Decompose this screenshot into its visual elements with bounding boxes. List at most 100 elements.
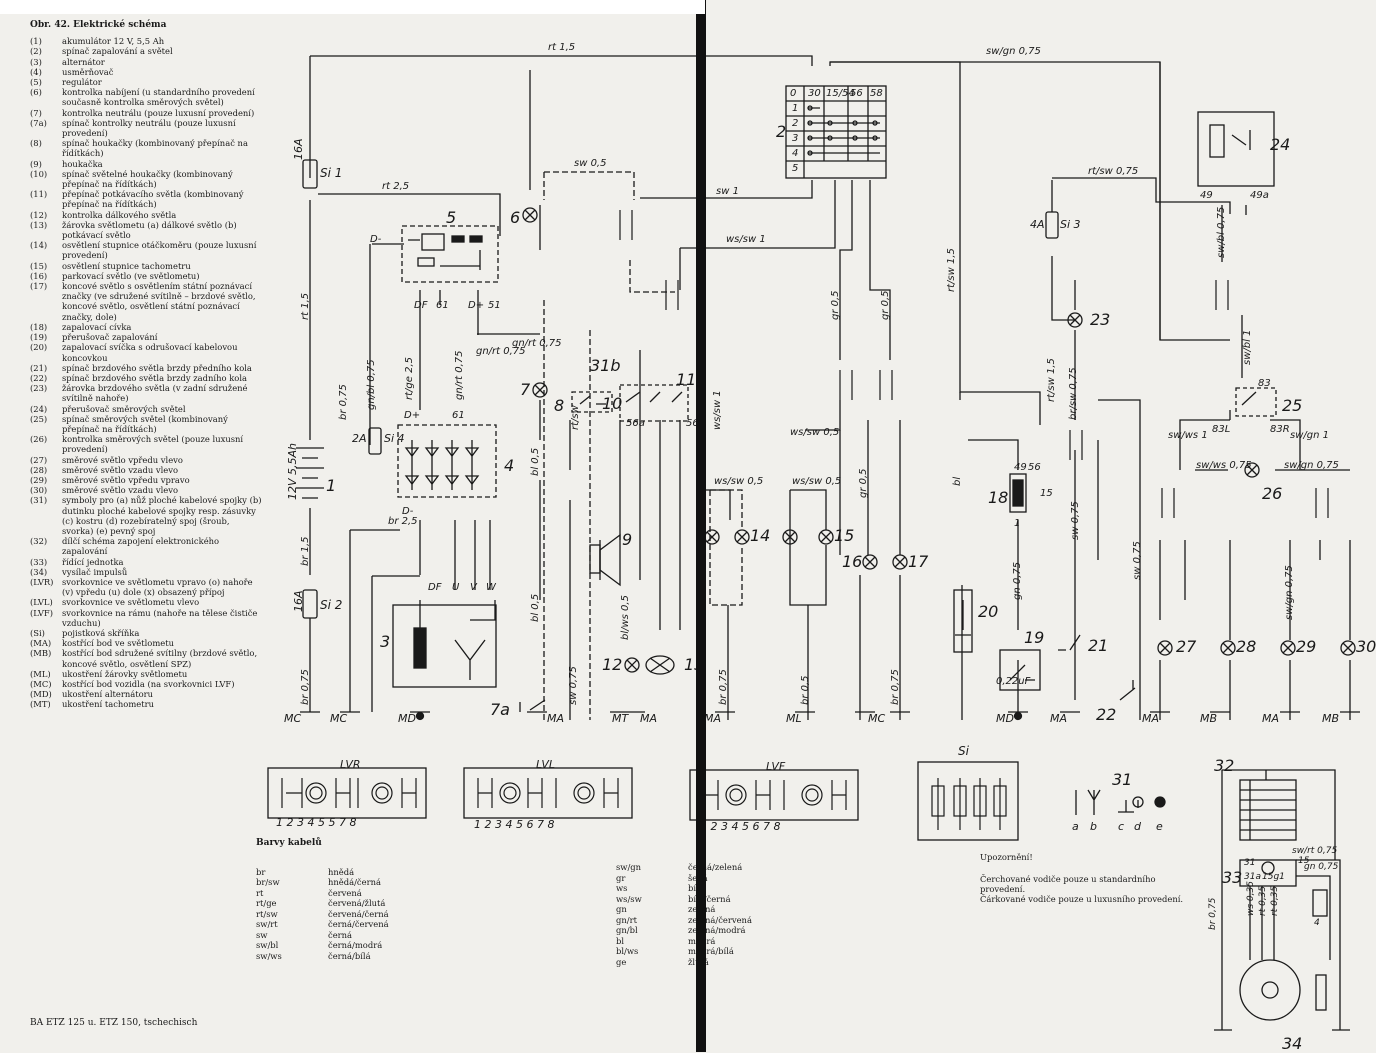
- switch-row-label: 1: [792, 103, 799, 114]
- cable-color-row: blmodrá: [616, 936, 752, 947]
- lamp-16-icon: [862, 554, 878, 570]
- switch-col-label: 58: [870, 88, 883, 99]
- legend-item-number: (15): [30, 260, 48, 271]
- legend-item: (5) regulátor: [30, 77, 262, 87]
- wire-label: ws/sw 0,5: [790, 427, 840, 438]
- component-number: 29: [1296, 637, 1317, 656]
- terminal-label: 49: [1014, 462, 1027, 473]
- legend-item-number: (24): [30, 403, 48, 414]
- legend-item-number: (30): [30, 485, 48, 496]
- fuse-box-label: Si: [958, 744, 969, 758]
- wire-label: gn/rt 0,75: [476, 346, 526, 357]
- cable-color-code: ws: [616, 883, 628, 893]
- terminal-label: D+: [468, 300, 485, 311]
- terminal-label: 61: [436, 300, 449, 311]
- legend-item-text: řídící jednotka: [62, 556, 124, 567]
- wire-label: ws/sw 0,5: [714, 476, 764, 487]
- legend-item: (12)kontrolka dálkového světla: [30, 210, 262, 220]
- connector-label: LVL: [536, 758, 555, 771]
- legend-item: (28)směrové světlo vzadu vlevo: [30, 465, 262, 475]
- wire-label: br 1,5: [300, 536, 311, 566]
- ground-label: MA: [1050, 712, 1068, 725]
- wire-label: gr 0,5: [858, 468, 869, 498]
- wire-label: gn 0,75: [1012, 561, 1023, 600]
- wire-label: gr 0,5: [880, 290, 891, 320]
- cable-color-name: zelená/červená: [688, 914, 752, 925]
- component-legend: Obr. 42. Elektrické schéma (1)akumulátor…: [30, 20, 262, 710]
- cable-color-code: ge: [616, 956, 627, 967]
- wire-label: bl: [952, 476, 963, 486]
- switch-col-label: 15/54: [826, 88, 855, 99]
- ground-label: MA: [547, 712, 565, 725]
- cable-colors-title: Barvy kabelů: [256, 838, 322, 848]
- legend-item-text: ukostření alternátoru: [62, 689, 154, 700]
- legend-item-text: regulátor: [62, 77, 102, 88]
- cable-color-name: černá/bílá: [328, 950, 371, 961]
- component-number: 10: [602, 394, 623, 413]
- subdiagram-label: 31a: [1244, 872, 1261, 882]
- wire-label: sw/gn 0,75: [986, 46, 1041, 57]
- legend-item-text: kostřící bod ve světlometu: [62, 638, 174, 649]
- terminal-label: 49a: [1250, 190, 1269, 201]
- coil-18: [1009, 473, 1027, 513]
- legend-item-number: (MC): [30, 679, 52, 689]
- cable-color-name: hnědá: [328, 866, 355, 877]
- component-number: 22: [1096, 705, 1117, 724]
- legend-item: (30)směrové světlo vzadu vlevo: [30, 485, 262, 495]
- component-number: 11: [676, 370, 697, 389]
- wire-label: br 0,5: [800, 675, 811, 705]
- legend-item-text: koncové světlo s osvětlením státní pozná…: [62, 281, 256, 322]
- legend-item-number: (LVL): [30, 597, 53, 608]
- terminal-label: 83R: [1270, 424, 1290, 435]
- legend-item: (26)kontrolka směrových světel (pouze lu…: [30, 434, 262, 454]
- switch-block-2: [785, 85, 887, 179]
- cable-color-code: gn/bl: [616, 925, 638, 935]
- legend-item-text: přepínač potkávacího světla (kombinovaný…: [62, 189, 244, 210]
- legend-item-number: (12): [30, 209, 48, 220]
- wire-label: gr 0,5: [830, 290, 841, 320]
- switch-col-label: 56: [850, 88, 863, 99]
- subdiagram-label: br 0,75: [1208, 897, 1218, 930]
- ground-label: MA: [640, 712, 658, 725]
- switch-col-label: 0: [790, 88, 797, 99]
- cable-color-code: sw/gn: [616, 862, 642, 872]
- cable-color-name: bílá: [688, 883, 704, 894]
- switch-25: [1235, 387, 1277, 417]
- legend-item-number: (LVF): [30, 607, 53, 618]
- legend-item-text: spínač zapalování a světel: [62, 46, 173, 57]
- cable-color-code: sw/bl: [256, 940, 279, 950]
- legend-item-number: (32): [30, 536, 48, 547]
- symbol-label: b: [1090, 820, 1097, 833]
- component-number: 8: [554, 396, 565, 415]
- subdiagram-label: 15: [1298, 856, 1310, 866]
- legend-item: (MD)ukostření alternátoru: [30, 689, 262, 699]
- legend-item-text: svorkovnice na rámu (nahoře na tělese či…: [62, 607, 258, 628]
- legend-item-number: (26): [30, 434, 48, 445]
- terminal-label: 15: [1040, 488, 1053, 499]
- cable-color-code: bl/ws: [616, 946, 639, 956]
- legend-item: (22)spínač brzdového světla brzdy zadníh…: [30, 373, 262, 383]
- cable-color-code: ws/sw: [616, 893, 642, 904]
- wire-label: sw/gn 0,75: [1284, 565, 1295, 620]
- symbol-label: d: [1134, 820, 1141, 833]
- connector-pins: 1 2 3 4 5 6 7 8: [474, 818, 555, 831]
- component-number: 12: [602, 655, 623, 674]
- legend-items: (1)akumulátor 12 V, 5,5 Ah(2)spínač zapa…: [30, 36, 262, 709]
- wire-label: ws/sw 0,5: [792, 476, 842, 487]
- switch-row-label: 5: [792, 163, 799, 174]
- legend-item-number: (5): [30, 77, 42, 88]
- legend-item-text: kostřící bod sdružené svítilny (brzdové …: [62, 648, 258, 669]
- legend-item-number: (ML): [30, 668, 51, 679]
- cable-color-name: červená/černá: [328, 908, 389, 919]
- legend-item-number: (4): [30, 66, 42, 77]
- cable-color-row: gršedá: [616, 873, 752, 884]
- page-fold: [696, 0, 706, 1052]
